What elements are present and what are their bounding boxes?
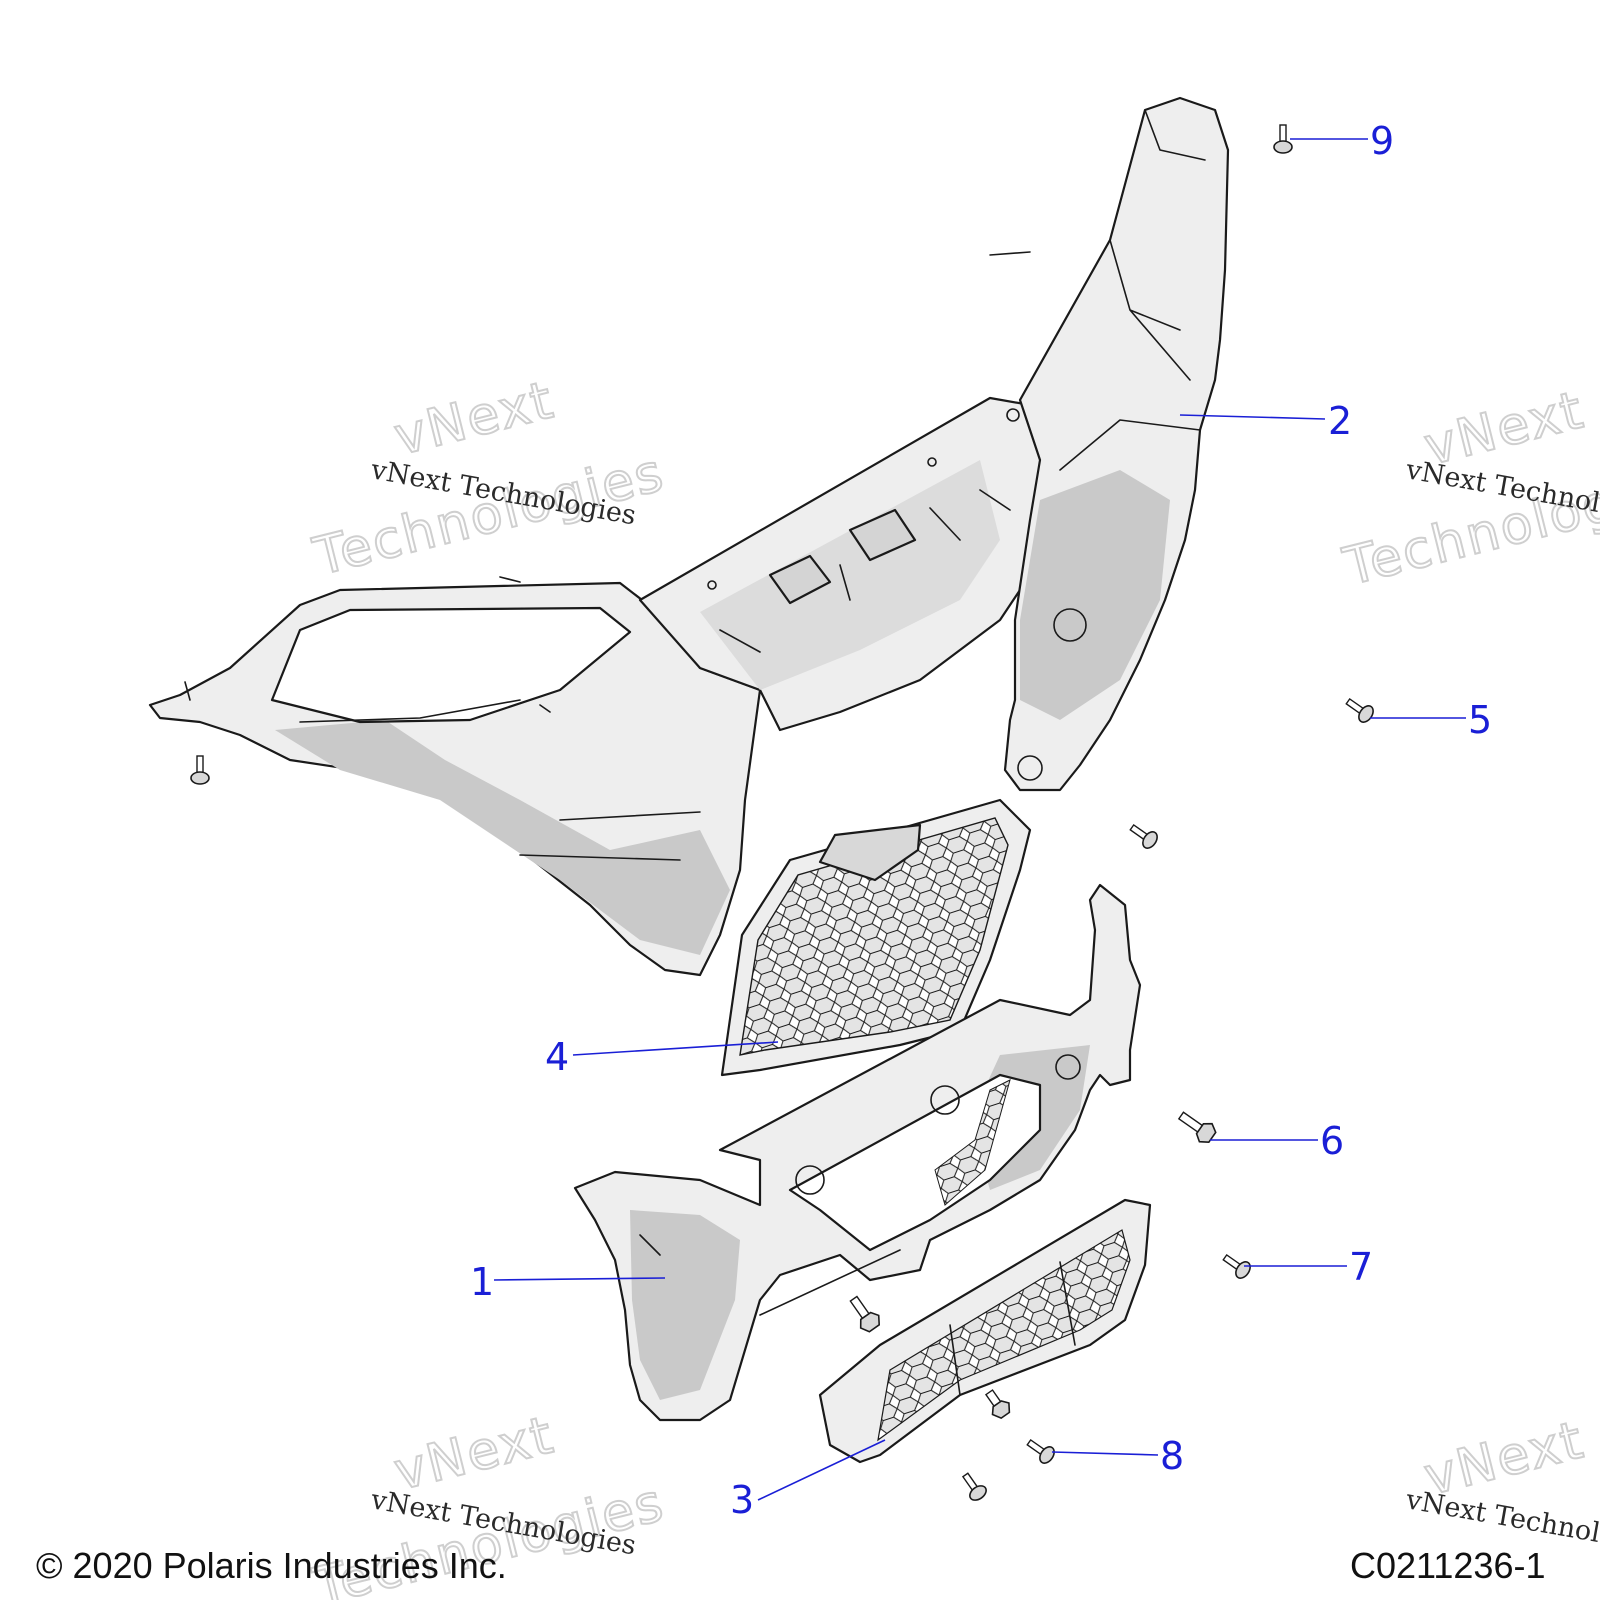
fastener-5-screw bbox=[1345, 697, 1374, 723]
callout-6: 6 bbox=[1320, 1119, 1344, 1163]
fastener-bolt-lower-b bbox=[984, 1389, 1011, 1420]
watermark-big-line1: vNext bbox=[389, 1405, 561, 1502]
fastener-9-push-rivet bbox=[1273, 124, 1293, 154]
watermark-top-right: vNext Technologies vNext Technologies bbox=[1337, 379, 1600, 599]
figure-code: C0211236-1 bbox=[1350, 1545, 1546, 1586]
part-3-lower-grille bbox=[818, 1198, 1152, 1464]
callout-3: 3 bbox=[730, 1478, 754, 1522]
leader-lines bbox=[493, 138, 1466, 1501]
part-1-lower-bumper bbox=[573, 883, 1142, 1422]
fastener-screw-grille bbox=[1129, 823, 1158, 849]
callout-5: 5 bbox=[1468, 698, 1492, 742]
watermark-top-left: vNext Technologies vNext Technologies bbox=[307, 369, 672, 589]
callout-1: 1 bbox=[470, 1260, 494, 1304]
copyright-notice: © 2020 Polaris Industries Inc. bbox=[36, 1545, 507, 1586]
callout-2: 2 bbox=[1328, 399, 1352, 443]
part-4-upper-grille bbox=[720, 798, 1032, 1077]
callout-9: 9 bbox=[1370, 119, 1394, 163]
fastener-7-screw bbox=[1222, 1253, 1251, 1279]
watermark-bottom-right: vNext vNext Technologies bbox=[1403, 1409, 1600, 1561]
watermark-big-line1: vNext bbox=[389, 370, 561, 467]
callout-8: 8 bbox=[1160, 1434, 1184, 1478]
callout-4: 4 bbox=[545, 1035, 569, 1079]
fastener-screw-bottom bbox=[961, 1472, 987, 1501]
fastener-bolt-lower-a bbox=[849, 1295, 881, 1333]
fastener-8-screw bbox=[1026, 1438, 1055, 1464]
callout-labels: 9 2 5 6 7 8 1 4 3 bbox=[470, 119, 1492, 1522]
fastener-6-bolt bbox=[1177, 1111, 1217, 1144]
part-2-front-fascia bbox=[148, 96, 1230, 977]
callout-7: 7 bbox=[1349, 1245, 1373, 1289]
tray-slots bbox=[707, 408, 1020, 653]
fastener-push-rivet-left bbox=[190, 755, 210, 785]
